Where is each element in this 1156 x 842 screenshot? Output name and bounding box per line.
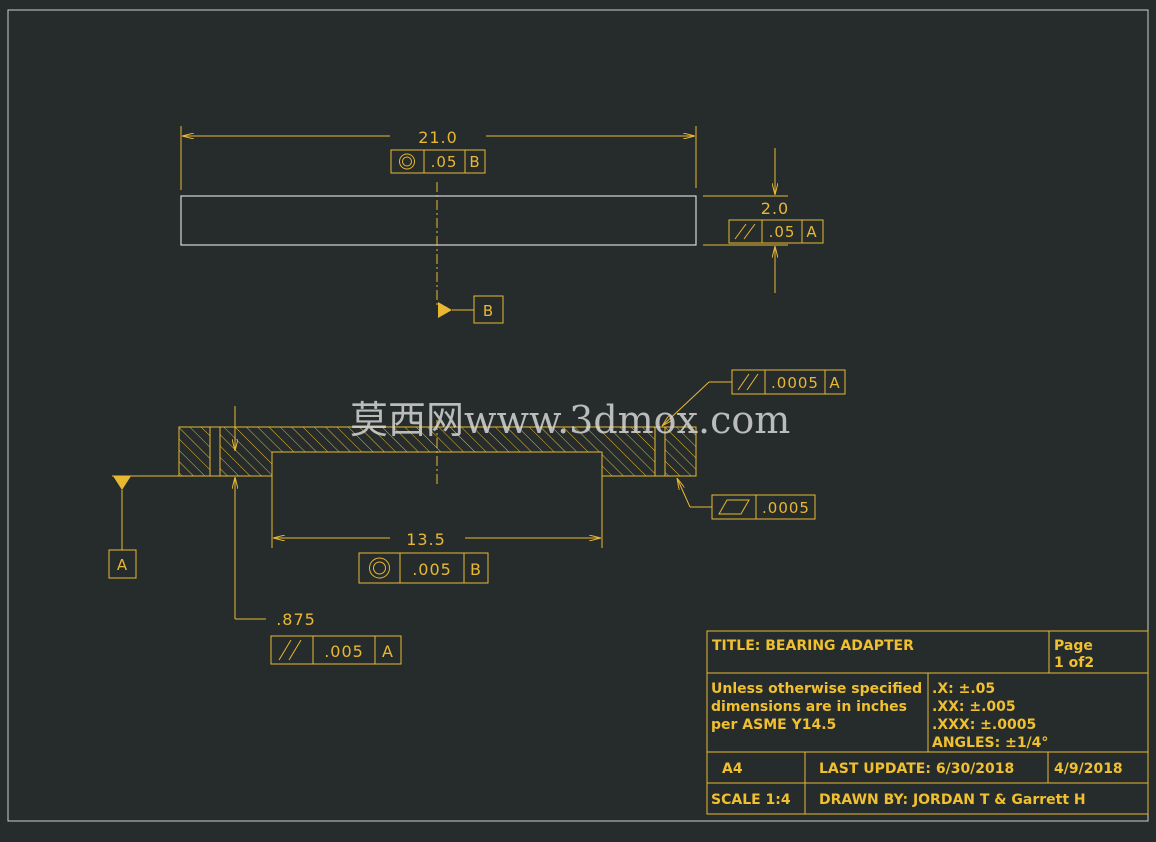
flatness-icon [718,499,750,515]
title-block-tolerance: .XX: ±.005 [932,699,1016,715]
bore-fcf-datum: B [470,560,482,579]
title-block-size: A4 [722,761,743,777]
title-block-scale: SCALE 1:4 [711,792,791,808]
datum-triangle-icon [438,302,452,318]
datum-b-label: B [483,302,494,320]
parallelism-icon [737,373,759,391]
bolt-hole-left [209,426,221,477]
height-fcf-datum: A [806,223,817,241]
step-fcf: .005 A [270,635,402,665]
title-block-last-update: LAST UPDATE: 6/30/2018 [819,761,1014,777]
flatness-fcf-tolerance: .0005 [762,499,810,517]
width-dimension-value: 21.0 [418,128,458,147]
title-block-note: dimensions are in inches [711,699,907,715]
top-fcf-leader-diagonal [662,381,710,426]
datum-b-symbol: B [438,295,504,324]
bore-fcf-tolerance: .005 [412,560,452,579]
concentricity-icon [369,557,390,579]
title-block-note: Unless otherwise specified [711,681,922,697]
bore-dimension-value: 13.5 [406,530,446,549]
title-block-note: per ASME Y14.5 [711,717,836,733]
flatness-fcf: .0005 [711,494,816,520]
title-block-title: TITLE: BEARING ADAPTER [712,638,914,654]
flatness-fcf-leader-diagonal [677,478,691,508]
concentricity-icon [399,153,415,170]
top-fcf: .0005 A [731,369,846,395]
height-dimension-value: 2.0 [761,199,789,218]
front-view: 21.0 .05 B B 2.0 [180,126,824,324]
top-fcf-tolerance: .0005 [771,374,819,392]
title-block-page-number: 1 of2 [1054,655,1094,671]
front-view-outline [180,195,697,246]
datum-a-symbol: A [108,476,137,579]
title-block-tolerance: ANGLES: ±1/4° [932,735,1048,751]
title-block-tolerance: .X: ±.05 [932,681,995,697]
datum-a-label: A [117,556,128,574]
title-block-date: 4/9/2018 [1054,761,1123,777]
title-block-page-label: Page [1054,638,1093,654]
section-view: A .0005 A .0005 13.5 [108,369,846,665]
parallelism-icon [278,639,302,661]
title-block-tolerance: .XXX: ±.0005 [932,717,1036,733]
step-dimension-value: .875 [276,610,316,629]
step-fcf-tolerance: .005 [324,642,364,661]
title-block-drawn-by: DRAWN BY: JORDAN T & Garrett H [819,792,1086,808]
width-fcf-datum: B [469,153,480,171]
top-fcf-datum: A [829,374,840,392]
height-fcf-tolerance: .05 [769,223,796,241]
datum-triangle-icon [113,476,131,490]
height-fcf: .05 A [728,219,824,244]
width-fcf-tolerance: .05 [431,153,458,171]
step-fcf-datum: A [382,642,394,661]
drawing-border [7,9,1149,822]
bore-fcf: .005 B [358,552,489,584]
title-block: TITLE: BEARING ADAPTER Page 1 of2 Unless… [706,630,1149,815]
watermark-text: 莫西网www.3dmox.com [350,398,790,442]
width-fcf: .05 B [390,149,486,174]
parallelism-icon [734,223,756,240]
